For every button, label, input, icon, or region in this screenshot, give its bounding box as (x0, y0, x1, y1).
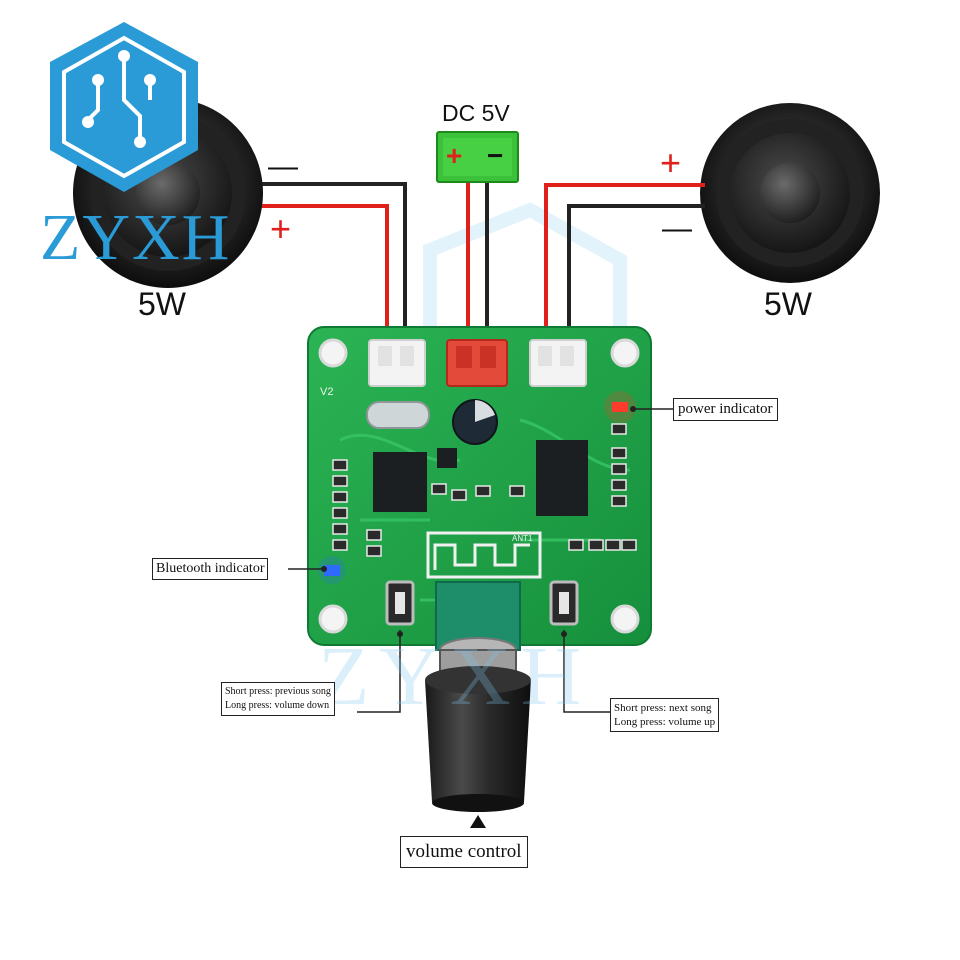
right-speaker-plus: + (660, 142, 682, 183)
right-speaker-wires (544, 183, 705, 345)
callout-lines (288, 408, 673, 713)
right-speaker-minus: — (662, 212, 692, 245)
logo-text: ZYXH (40, 201, 232, 274)
power-led (612, 402, 628, 412)
bluetooth-led (324, 565, 340, 576)
right-button-line1: Short press: next song (614, 702, 712, 714)
watermark-text: ZYXH (318, 630, 592, 723)
logo-icon (50, 22, 198, 192)
left-button-line1: Short press: previous song (225, 686, 331, 697)
antenna-label: ANT1 (512, 534, 533, 543)
volume-knob (425, 649, 531, 828)
volume-control-callout: volume control (400, 836, 528, 868)
right-speaker-power: 5W (764, 286, 812, 322)
dc-power-block (436, 131, 519, 183)
right-speaker (700, 103, 880, 283)
bluetooth-indicator-callout: Bluetooth indicator (152, 558, 269, 580)
left-speaker-plus: + (270, 208, 292, 249)
dc-minus-sign: − (487, 140, 504, 171)
left-button-line2: Long press: volume down (225, 700, 330, 711)
left-speaker-wires (262, 182, 407, 345)
dc-plus-sign: + (446, 140, 463, 171)
power-indicator-callout: power indicator (673, 398, 778, 421)
left-button-callout: Short press: previous song Long press: v… (221, 682, 335, 716)
right-button-callout: Short press: next song Long press: volum… (610, 698, 720, 732)
dc-wires (466, 180, 489, 345)
left-speaker-minus: — (268, 150, 298, 183)
right-button-line2: Long press: volume up (614, 716, 716, 728)
pcb-board (307, 326, 652, 663)
dc-power-label: DC 5V (442, 100, 510, 126)
left-speaker-power: 5W (138, 286, 186, 322)
board-version: V2 (320, 386, 334, 398)
